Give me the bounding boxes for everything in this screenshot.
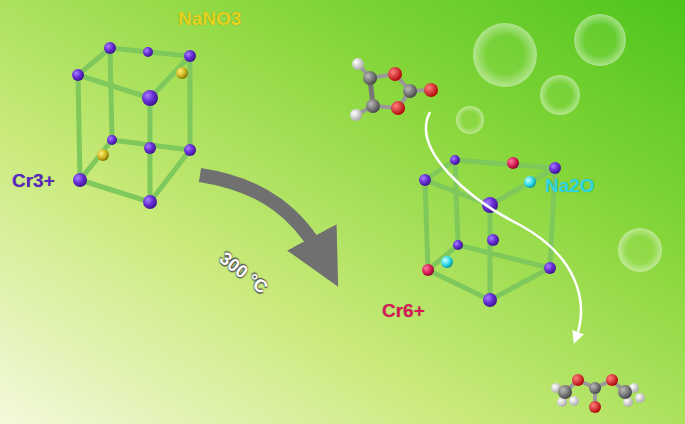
cr3-atoms — [72, 42, 196, 209]
dimethyl-carbonate — [551, 374, 645, 413]
reaction-path — [426, 112, 581, 338]
vinylene-carbonate — [350, 58, 438, 121]
temperature-label: 300 °C — [215, 248, 271, 299]
cr6-lattice — [425, 160, 555, 300]
oxide-label: Na2O — [545, 175, 595, 197]
cr3-lattice — [78, 48, 190, 202]
heating-arrow — [200, 175, 325, 262]
bubbles — [456, 14, 662, 272]
cr6-atoms — [419, 155, 561, 307]
salt-label: NaNO3 — [178, 8, 241, 30]
ion-label: Cr6+ — [382, 300, 425, 322]
ion-label: Cr3+ — [12, 170, 55, 192]
